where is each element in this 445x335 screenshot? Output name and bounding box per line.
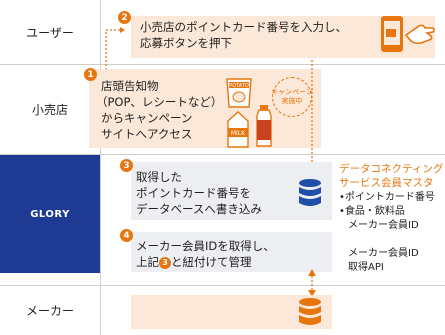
step1-text-line1: 店頭告知物 — [101, 79, 159, 93]
lane-store: 小売店 — [0, 64, 100, 154]
lane-divider — [0, 285, 445, 286]
database-icon — [299, 298, 321, 325]
glory-logo-text: GLORY — [30, 208, 70, 220]
potato-label: POTATO — [229, 83, 249, 89]
lane-user-label: ユーザー — [26, 25, 74, 40]
campaign-badge-icon: キャンペーン 実施中 — [271, 77, 313, 117]
maker-box — [131, 295, 332, 329]
step3-number: 3 — [120, 159, 133, 172]
step4-ref-number: 3 — [159, 257, 171, 269]
step4-prefix: 上記 — [136, 255, 159, 269]
milk-carton-icon: MILK — [227, 111, 249, 148]
milk-label: MILK — [231, 130, 246, 137]
side-panel-item2: •食品・飲料品 — [339, 206, 405, 217]
side-panel-title-line1: データコネクティング — [339, 163, 444, 175]
step1-text-line3: からキャンペーン — [101, 111, 193, 125]
side-panel-api-line2: 取得API — [348, 262, 384, 273]
hand-pointer-icon — [405, 24, 435, 45]
side-panel-item1: •ポイントカード番号 — [339, 192, 435, 203]
step2-number: 2 — [118, 11, 131, 24]
side-panel-title-line2: サービス会員マスタ — [339, 177, 434, 189]
lane-maker-label: メーカー — [25, 303, 74, 318]
step3-text-line1: 取得した — [136, 170, 182, 184]
step1-number: 1 — [84, 68, 97, 81]
side-panel-api-line1: メーカー会員ID — [348, 248, 419, 259]
smartphone-icon — [381, 16, 403, 52]
step1-text-line2: （POP、レシートなど） — [96, 95, 223, 109]
step3-text-line2: ポイントカード番号を — [136, 186, 251, 200]
step4-suffix: と紐付けて管理 — [171, 255, 252, 269]
step4-text-line1: メーカー会員IDを取得し、 — [136, 239, 275, 253]
lane-divider — [0, 154, 445, 155]
step3-box — [131, 162, 332, 220]
step3-text-line3: データベースへ書き込み — [136, 202, 262, 216]
lane-vertical-divider — [100, 0, 101, 335]
side-panel-item2b: メーカー会員ID — [348, 220, 419, 231]
step4-number: 4 — [120, 229, 133, 242]
lane-store-label: 小売店 — [31, 102, 68, 117]
dotted-connector — [308, 269, 316, 297]
bottle-icon — [256, 105, 272, 147]
glory-logo: GLORY — [0, 155, 100, 273]
lane-divider — [0, 64, 445, 65]
lane-maker: メーカー — [0, 285, 100, 335]
lane-user: ユーザー — [0, 0, 100, 64]
step1-text-line4: サイトへアクセス — [101, 127, 193, 141]
dotted-connector — [105, 27, 125, 82]
step2-text-line2: 応募ボタンを押下 — [140, 36, 232, 50]
campaign-badge-line2: 実施中 — [281, 97, 303, 105]
step2-text-line1: 小売店のポイントカード番号を入力し、 — [140, 20, 347, 34]
potato-chips-icon: POTATO — [226, 78, 252, 108]
campaign-badge-line1: キャンペーン — [271, 88, 313, 96]
database-icon — [299, 179, 321, 206]
